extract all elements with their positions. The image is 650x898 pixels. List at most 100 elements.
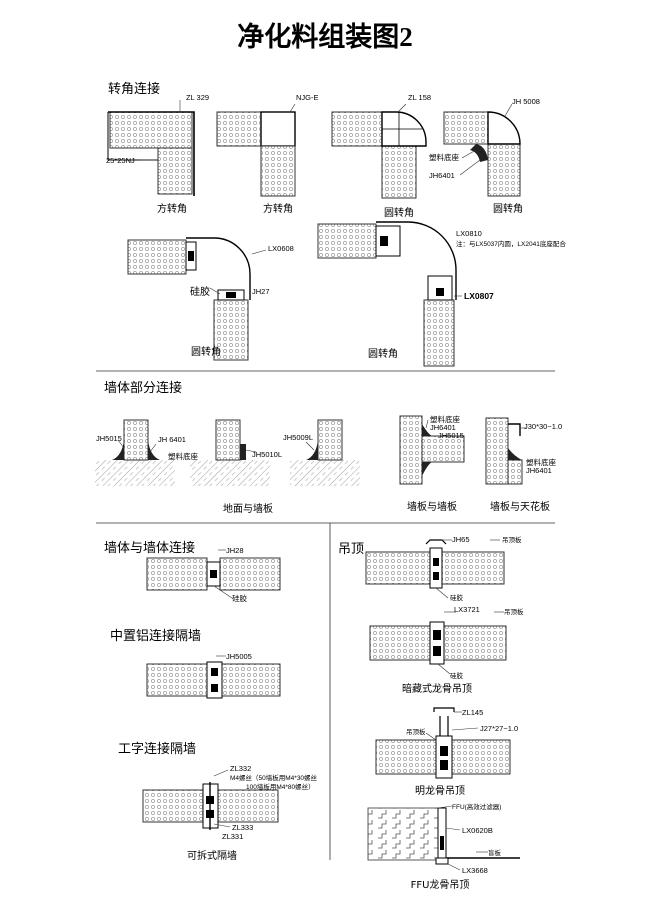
label-jh27: JH27 — [252, 287, 270, 296]
profile-lx3721 — [429, 621, 445, 665]
label-ceiling-plate-2: 吊顶板 — [504, 607, 524, 616]
panel-right — [451, 739, 511, 775]
label-blind-plate: 盲板 — [488, 848, 502, 857]
cove-base — [470, 144, 488, 162]
panel-wall-3 — [317, 419, 343, 461]
floor-slab-1 — [95, 460, 175, 486]
diagram-square-corner-zl329: ZL 329 25*25NJ 方转角 — [106, 93, 209, 215]
diagram-floor-wall: JH5015 JH 6401 塑料底座 JH5010L JH5009L 地面与墙… — [95, 419, 360, 515]
label-ww-jh5015: JH5015 — [438, 431, 464, 440]
profile-jh5005 — [206, 661, 223, 699]
diagram-wall-wall-jh28: JH28 硅胶 — [146, 546, 281, 603]
label-lx0620b: LX0620B — [462, 826, 493, 835]
label-silicone-3: 硅胶 — [450, 593, 464, 602]
arc-profile-lx0810 — [376, 221, 457, 300]
label-zl333: ZL333 — [232, 823, 253, 832]
label-ffu: FFU(高效过滤器) — [452, 802, 501, 811]
label-wc-jh6401: JH6401 — [526, 466, 552, 475]
label-lx3721: LX3721 — [454, 605, 480, 614]
panel-wall-branch — [421, 435, 465, 463]
profile-jh65 — [429, 547, 443, 589]
section-heading-i-joint: 工字连接隔墙 — [118, 741, 196, 757]
label-silicone-2: 硅胶 — [232, 593, 247, 603]
panel-right — [219, 557, 281, 591]
panel-right — [217, 789, 279, 823]
page-title: 净化料组装图2 — [237, 21, 413, 52]
floor-slab-2 — [190, 460, 270, 486]
diagram-round-corner-zl158: ZL 158 圆转角 — [331, 93, 431, 219]
arc-profile-lx0608 — [186, 237, 251, 300]
panel-right — [441, 551, 505, 585]
label-silicone-4: 硅胶 — [450, 671, 464, 680]
profile-zl329 — [108, 111, 195, 196]
diagram-round-corner-jh5008: JH 5008 塑料底座 JH6401 圆转角 — [429, 97, 540, 215]
label-lx0810: LX0810 — [456, 229, 482, 238]
section-heading-corner: 转角连接 — [108, 81, 160, 97]
caption-ffu-keel: FFU龙骨吊顶 — [411, 878, 470, 891]
panel-left — [375, 739, 437, 775]
label-jh65: JH65 — [452, 535, 470, 544]
panel-wall-1 — [123, 419, 149, 461]
panel-wall-top — [507, 459, 523, 485]
panel-wall-2 — [215, 419, 241, 461]
label-zl145: ZL145 — [462, 708, 483, 717]
label-silicone-1: 硅胶 — [190, 285, 210, 298]
caption-floor-wall: 地面与墙板 — [223, 502, 273, 515]
label-j30: J30*30~1.0 — [524, 422, 562, 431]
caption-round-corner-3: 圆转角 — [191, 345, 221, 358]
label-jh28: JH28 — [226, 546, 244, 555]
caption-round-corner-1: 圆转角 — [384, 206, 414, 219]
panel-horizontal — [317, 223, 377, 259]
diagram-ceiling-jh65: JH65 吊顶板 硅胶 — [365, 535, 522, 602]
label-wc-plastic-base: 塑料底座 — [526, 457, 556, 467]
label-plastic-base-2: 塑料底座 — [168, 451, 198, 461]
label-lx0807: LX0807 — [464, 291, 494, 301]
label-jh5008: JH 5008 — [512, 97, 540, 106]
section-heading-ceiling: 吊顶 — [338, 542, 364, 557]
label-lx0810-note: 注：与LX5037内圆，LX2041底座配合 — [456, 239, 566, 248]
label-zl329: ZL 329 — [186, 93, 209, 102]
panel-horizontal — [443, 111, 489, 145]
panel-wall-main — [399, 415, 423, 485]
label-zl158: ZL 158 — [408, 93, 431, 102]
panel-left — [365, 551, 431, 585]
label-jh6401-1: JH6401 — [429, 171, 455, 180]
label-ceiling-plate-3: 吊顶板 — [406, 727, 426, 736]
caption-wall-wall: 墙板与墙板 — [407, 500, 457, 513]
panel-vertical — [381, 145, 417, 199]
panel-horizontal — [127, 239, 187, 275]
panel-vertical — [157, 147, 193, 195]
panel-left — [369, 625, 431, 661]
panel-vertical — [423, 299, 455, 367]
diagram-center-alu-jh5005: JH5005 — [146, 652, 281, 699]
panel-right — [443, 625, 507, 661]
ffu-filter-box — [367, 807, 439, 861]
label-jh6401-2: JH 6401 — [158, 435, 186, 444]
profile-lx3668 — [435, 857, 449, 865]
diagram-wall-wall-tee: 塑料底座 JH6401 JH5015 墙板与墙板 — [399, 414, 465, 513]
label-ww-plastic-base: 塑料底座 — [430, 414, 460, 424]
caption-removable-partition: 可拆式隔墙 — [187, 849, 237, 862]
profile-j27 — [435, 735, 453, 779]
corner-block-njg — [260, 111, 296, 147]
label-25nj: 25*25NJ — [106, 156, 135, 165]
label-lx3668: LX3668 — [462, 866, 488, 875]
panel-vertical — [487, 143, 521, 197]
diagram-square-corner-njg: NJG-E 方转角 — [216, 93, 319, 215]
panel-horizontal — [109, 111, 193, 149]
diagram-ceiling-zl145: ZL145 J27*27~1.0 吊顶板 明龙骨吊顶 — [375, 707, 518, 797]
caption-round-corner-2: 圆转角 — [493, 202, 523, 215]
panel-left — [142, 789, 204, 823]
caption-round-corner-4: 圆转角 — [368, 347, 398, 360]
label-m4-screw-2: 100墙板用M4*80螺丝） — [246, 782, 315, 791]
floor-slab-3 — [290, 460, 360, 486]
label-ww-jh6401: JH6401 — [430, 423, 456, 432]
label-ceiling-plate-1: 吊顶板 — [502, 535, 522, 544]
diagram-wall-ceiling: J30*30~1.0 塑料底座 JH6401 墙板与天花板 — [485, 417, 562, 513]
section-heading-center-alu: 中置铝连接隔墙 — [110, 628, 201, 644]
label-plastic-base-1: 塑料底座 — [429, 152, 459, 162]
section-heading-wall-wall: 墙体与墙体连接 — [104, 540, 195, 556]
panel-left — [146, 663, 208, 697]
diagram-ceiling-lx3721: LX3721 吊顶板 硅胶 暗藏式龙骨吊顶 — [369, 605, 524, 695]
